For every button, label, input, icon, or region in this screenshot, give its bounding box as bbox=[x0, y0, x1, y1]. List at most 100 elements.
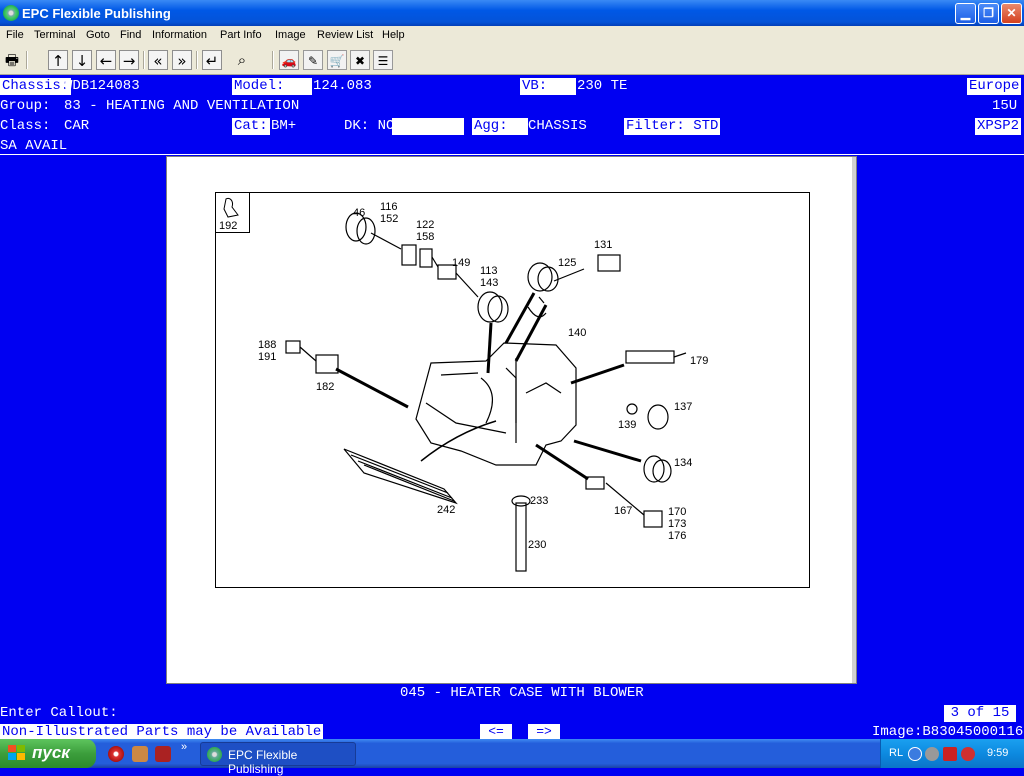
title-bar: EPC Flexible Publishing ▁ ❐ ✕ bbox=[0, 0, 1024, 26]
arrow-right-icon[interactable]: → bbox=[119, 50, 139, 70]
print-icon[interactable]: 🖶 bbox=[4, 51, 20, 69]
taskbar-epc-button[interactable]: EPC Flexible Publishing bbox=[200, 742, 356, 776]
double-left-icon[interactable]: « bbox=[148, 50, 168, 70]
prev-page-button[interactable]: <= bbox=[480, 724, 512, 740]
quicklaunch-media-icon[interactable] bbox=[155, 746, 171, 762]
callout-179[interactable]: 179 bbox=[690, 355, 709, 367]
callout-125[interactable]: 125 bbox=[558, 257, 577, 269]
chassis-value: WDB124083 bbox=[64, 78, 140, 94]
menu-file[interactable]: File bbox=[6, 29, 24, 41]
cat-label: Cat: bbox=[232, 118, 270, 135]
vehicle-icon[interactable]: 🚗 bbox=[279, 50, 299, 70]
arrow-down-icon[interactable]: ↓ bbox=[72, 50, 92, 70]
agg-label: Agg: bbox=[472, 118, 528, 135]
menu-terminal[interactable]: Terminal bbox=[34, 29, 76, 41]
callout-116-152[interactable]: 116 152 bbox=[380, 201, 399, 225]
callout-188-191[interactable]: 188 191 bbox=[258, 339, 277, 363]
group-label: Group: bbox=[0, 98, 51, 114]
taskbar: пуск » EPC Flexible Publishing RL 9:59 bbox=[0, 739, 1024, 776]
menu-goto[interactable]: Goto bbox=[86, 29, 110, 41]
start-button[interactable]: пуск bbox=[0, 739, 96, 768]
page-indicator: 3 of 15 bbox=[944, 705, 1016, 722]
quicklaunch-more-icon[interactable]: » bbox=[181, 741, 188, 753]
list-edit-icon[interactable]: ☰ bbox=[373, 50, 393, 70]
menu-find[interactable]: Find bbox=[120, 29, 142, 41]
app-icon bbox=[3, 5, 19, 21]
tray-antivirus-icon[interactable] bbox=[961, 747, 975, 761]
corner-callout-box: 192 bbox=[216, 193, 250, 233]
cart-icon[interactable]: 🛒 bbox=[327, 50, 347, 70]
arrow-left-icon[interactable]: ← bbox=[96, 50, 116, 70]
callout-137[interactable]: 137 bbox=[674, 401, 693, 413]
quicklaunch-app-icon[interactable] bbox=[132, 746, 148, 762]
callout-170-173-176[interactable]: 170 173 176 bbox=[668, 506, 687, 542]
menu-review-list[interactable]: Review List bbox=[317, 29, 374, 41]
sa-avail-label: SA AVAIL bbox=[0, 138, 68, 154]
clock: 9:59 bbox=[987, 747, 1009, 759]
callout-131[interactable]: 131 bbox=[594, 239, 613, 251]
taskbar-epc-label: EPC Flexible Publishing bbox=[228, 748, 298, 776]
notepad-icon[interactable]: ✎ bbox=[303, 50, 323, 70]
agg-value: CHASSIS bbox=[528, 118, 587, 134]
epc-task-icon bbox=[207, 747, 222, 762]
tray-speaker-icon[interactable] bbox=[925, 747, 939, 761]
non-illustrated-notice: Non-Illustrated Parts may be Available bbox=[0, 724, 324, 740]
arrow-up-icon[interactable]: ↑ bbox=[48, 50, 68, 70]
model-label: Model: bbox=[232, 78, 312, 95]
minimize-button[interactable]: ▁ bbox=[955, 3, 976, 24]
image-title: 045 - HEATER CASE WITH BLOWER bbox=[400, 685, 644, 701]
maximize-button[interactable]: ❐ bbox=[978, 3, 999, 24]
model-value: 124.083 bbox=[313, 78, 372, 94]
callout-46[interactable]: 46 bbox=[353, 207, 366, 219]
toolbar: 🖶 ↑ ↓ ← → « » ↵ ⌕ 🚗 ✎ 🛒 ✖ ☰ bbox=[0, 45, 1024, 75]
group-value: 83 - HEATING AND VENTILATION bbox=[64, 98, 300, 114]
callout-prompt: Enter Callout: bbox=[0, 705, 118, 721]
callout-230[interactable]: 230 bbox=[528, 539, 547, 551]
diagram-frame: 192 bbox=[215, 192, 810, 588]
cat-value: BM+ bbox=[271, 118, 297, 134]
chassis-label: Chassis: bbox=[0, 78, 72, 95]
system-code: XPSP2 bbox=[975, 118, 1022, 135]
menu-information[interactable]: Information bbox=[152, 29, 208, 41]
callout-167[interactable]: 167 bbox=[614, 505, 633, 517]
callout-139[interactable]: 139 bbox=[618, 419, 637, 431]
callout-113-143[interactable]: 113 143 bbox=[480, 265, 499, 289]
callout-140[interactable]: 140 bbox=[568, 327, 587, 339]
callout-192[interactable]: 192 bbox=[219, 220, 238, 232]
filter-label: Filter: STD bbox=[624, 118, 720, 135]
start-label: пуск bbox=[32, 743, 70, 762]
region-value: Europe bbox=[967, 78, 1022, 95]
tray-ati-icon[interactable] bbox=[943, 747, 957, 761]
callout-134[interactable]: 134 bbox=[674, 457, 693, 469]
toolbar-separator bbox=[26, 51, 28, 69]
close-button[interactable]: ✕ bbox=[1001, 3, 1022, 24]
callout-122-158[interactable]: 122 158 bbox=[416, 219, 435, 243]
seat-symbol-icon bbox=[223, 198, 239, 218]
menu-part-info[interactable]: Part Info bbox=[220, 29, 262, 41]
callout-233[interactable]: 233 bbox=[530, 495, 549, 507]
toolbar-separator bbox=[143, 51, 145, 69]
dk-label: DK: NO bbox=[344, 118, 395, 134]
double-right-icon[interactable]: » bbox=[172, 50, 192, 70]
language-indicator[interactable]: RL bbox=[889, 747, 904, 759]
header-divider bbox=[0, 154, 1024, 155]
tray-back-icon[interactable] bbox=[908, 747, 922, 761]
class-value: CAR bbox=[64, 118, 90, 134]
menu-image[interactable]: Image bbox=[275, 29, 306, 41]
vb-value: 230 TE bbox=[577, 78, 628, 94]
next-page-button[interactable]: => bbox=[528, 724, 560, 740]
callout-149[interactable]: 149 bbox=[452, 257, 471, 269]
callout-182[interactable]: 182 bbox=[316, 381, 335, 393]
callout-242[interactable]: 242 bbox=[437, 504, 456, 516]
magnifier-icon[interactable]: ⌕ bbox=[237, 51, 247, 69]
menu-help[interactable]: Help bbox=[382, 29, 405, 41]
dk-input[interactable] bbox=[392, 118, 464, 135]
cart-remove-icon[interactable]: ✖ bbox=[350, 50, 370, 70]
return-icon[interactable]: ↵ bbox=[202, 50, 222, 70]
image-id: Image:B83045000116 bbox=[872, 724, 1024, 740]
vb-label: VB: bbox=[520, 78, 576, 95]
system-tray: RL 9:59 bbox=[880, 739, 1024, 768]
image-panel[interactable]: 192 bbox=[166, 156, 857, 684]
opera-icon[interactable] bbox=[108, 746, 124, 762]
menu-bar: File Terminal Goto Find Information Part… bbox=[0, 26, 1024, 45]
